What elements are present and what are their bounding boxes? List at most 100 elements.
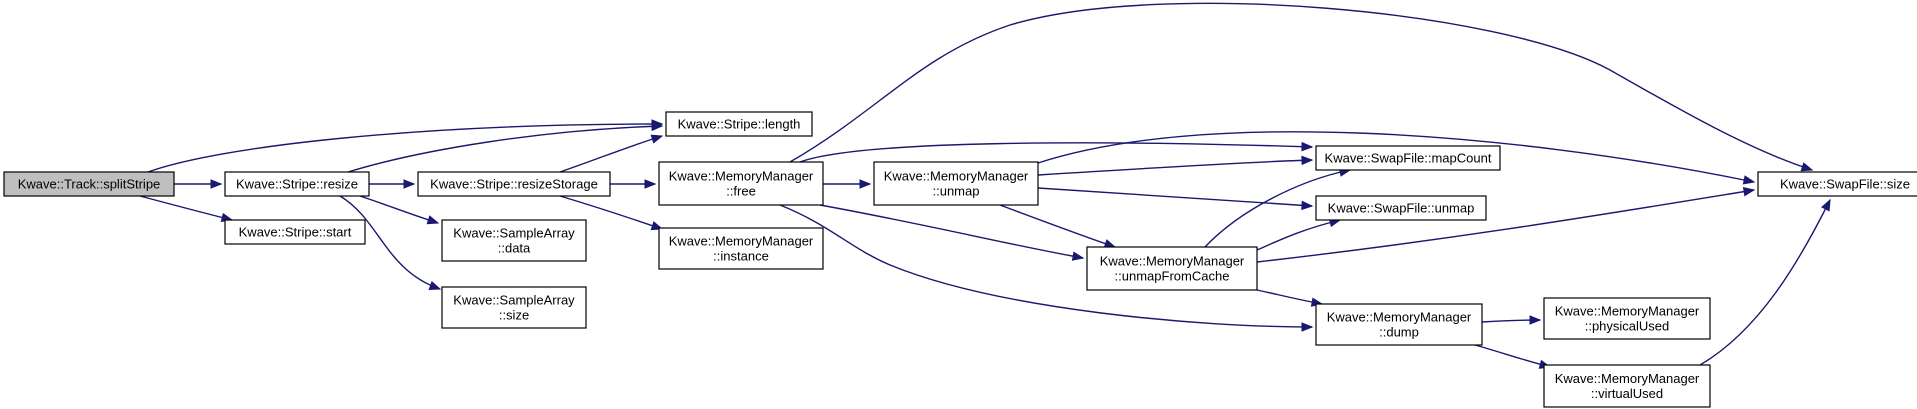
node-resize-storage[interactable]: Kwave::Stripe::resizeStorage bbox=[417, 171, 611, 197]
node-stripe-start[interactable]: Kwave::Stripe::start bbox=[224, 219, 366, 245]
edge-line bbox=[339, 195, 441, 290]
edge-stripe-resize-to-samplearray-data bbox=[359, 195, 440, 225]
node-box bbox=[1543, 297, 1711, 340]
node-label: Kwave::Stripe::resizeStorage bbox=[430, 177, 598, 192]
node-samplearray-size[interactable]: Kwave::SampleArray::size bbox=[441, 286, 587, 329]
arrowhead bbox=[1103, 239, 1117, 249]
node-label: Kwave::MemoryManager bbox=[884, 169, 1029, 184]
node-label: Kwave::MemoryManager bbox=[669, 169, 814, 184]
node-box bbox=[441, 286, 587, 329]
node-label: Kwave::MemoryManager bbox=[1555, 371, 1700, 386]
edge-split-stripe-to-stripe-length bbox=[147, 119, 664, 173]
arrowhead bbox=[1071, 251, 1085, 261]
edge-split-stripe-to-stripe-resize bbox=[174, 179, 223, 189]
edge-line bbox=[1037, 159, 1313, 176]
arrowhead bbox=[1742, 187, 1756, 197]
edge-line bbox=[1474, 344, 1551, 368]
node-label: ::virtualUsed bbox=[1591, 386, 1663, 401]
edge-line bbox=[1699, 199, 1831, 366]
edge-mm-unmap-from-cache-to-mm-dump bbox=[1256, 289, 1324, 307]
arrowhead bbox=[651, 121, 664, 132]
arrowhead bbox=[210, 179, 223, 189]
node-label: Kwave::Stripe::resize bbox=[236, 177, 358, 192]
node-split-stripe[interactable]: Kwave::Track::splitStripe bbox=[3, 171, 175, 197]
node-box bbox=[224, 219, 366, 245]
node-label: Kwave::SampleArray bbox=[453, 293, 575, 308]
edge-line bbox=[139, 195, 233, 221]
node-box bbox=[224, 171, 370, 197]
node-swap-size[interactable]: Kwave::SwapFile::size bbox=[1757, 171, 1917, 197]
edge-line bbox=[359, 195, 439, 224]
node-mm-instance[interactable]: Kwave::MemoryManager::instance bbox=[658, 227, 824, 270]
edge-resize-storage-to-stripe-length bbox=[559, 134, 664, 173]
node-label: ::instance bbox=[713, 249, 769, 264]
edge-mm-dump-to-mm-virtual-used bbox=[1474, 344, 1552, 369]
edge-mm-free-to-swap-size bbox=[789, 2, 1814, 172]
edge-line bbox=[559, 195, 663, 230]
edge-line bbox=[819, 204, 1084, 259]
edge-line bbox=[999, 204, 1116, 248]
node-box bbox=[658, 161, 824, 206]
node-mm-virtual-used[interactable]: Kwave::MemoryManager::virtualUsed bbox=[1543, 364, 1711, 408]
arrowhead bbox=[1301, 200, 1314, 211]
edge-mm-unmap-to-swap-unmap bbox=[1037, 187, 1314, 211]
node-stripe-length[interactable]: Kwave::Stripe::length bbox=[665, 111, 813, 137]
node-mm-dump[interactable]: Kwave::MemoryManager::dump bbox=[1315, 303, 1483, 346]
node-label: ::size bbox=[499, 308, 529, 323]
node-mm-free[interactable]: Kwave::MemoryManager::free bbox=[658, 161, 824, 206]
node-swap-unmap[interactable]: Kwave::SwapFile::unmap bbox=[1315, 195, 1487, 221]
node-label: Kwave::Stripe::length bbox=[678, 117, 801, 132]
node-box bbox=[658, 227, 824, 270]
node-box bbox=[417, 171, 611, 197]
arrowhead bbox=[1301, 322, 1314, 332]
node-label: Kwave::SwapFile::unmap bbox=[1328, 201, 1475, 216]
node-box bbox=[873, 161, 1039, 206]
node-mm-unmap[interactable]: Kwave::MemoryManager::unmap bbox=[873, 161, 1039, 206]
node-label: Kwave::MemoryManager bbox=[1555, 304, 1700, 319]
edge-resize-storage-to-mm-free bbox=[610, 179, 657, 189]
edge-line bbox=[1037, 187, 1313, 207]
arrowhead bbox=[1800, 162, 1814, 172]
edge-stripe-resize-to-stripe-length bbox=[347, 121, 664, 173]
edge-mm-unmap-to-mm-unmap-from-cache bbox=[999, 204, 1117, 249]
node-label: Kwave::MemoryManager bbox=[1100, 254, 1245, 269]
edge-line bbox=[1037, 131, 1755, 183]
node-stripe-resize[interactable]: Kwave::Stripe::resize bbox=[224, 171, 370, 197]
edge-mm-free-to-mm-unmap bbox=[823, 179, 872, 189]
edge-mm-free-to-mm-dump bbox=[779, 204, 1314, 332]
arrowhead bbox=[426, 215, 440, 225]
edge-mm-unmap-to-swap-size bbox=[1037, 131, 1756, 185]
node-box bbox=[1543, 364, 1711, 408]
edge-split-stripe-to-stripe-start bbox=[139, 195, 234, 223]
edge-mm-unmap-to-swap-mapcount bbox=[1037, 155, 1314, 176]
edge-line bbox=[147, 123, 663, 173]
arrowhead bbox=[859, 179, 872, 189]
node-box bbox=[1315, 303, 1483, 346]
node-label: ::physicalUsed bbox=[1585, 319, 1670, 334]
edge-mm-unmap-from-cache-to-swap-unmap bbox=[1256, 217, 1342, 251]
node-samplearray-data[interactable]: Kwave::SampleArray::data bbox=[441, 219, 587, 262]
node-box bbox=[1315, 145, 1501, 171]
arrowhead bbox=[1301, 155, 1314, 166]
node-mm-unmap-from-cache[interactable]: Kwave::MemoryManager::unmapFromCache bbox=[1086, 246, 1258, 291]
node-label: ::data bbox=[498, 241, 531, 256]
node-label: Kwave::SwapFile::size bbox=[1780, 177, 1910, 192]
node-mm-physical-used[interactable]: Kwave::MemoryManager::physicalUsed bbox=[1543, 297, 1711, 340]
edge-mm-free-to-mm-unmap-from-cache bbox=[819, 204, 1085, 261]
node-label: ::unmap bbox=[933, 184, 980, 199]
node-label: Kwave::Stripe::start bbox=[239, 225, 352, 240]
edge-line bbox=[347, 125, 663, 173]
node-label: Kwave::SampleArray bbox=[453, 226, 575, 241]
arrowhead bbox=[644, 179, 657, 189]
edge-line bbox=[799, 142, 1313, 163]
arrowhead bbox=[1742, 175, 1756, 185]
node-box bbox=[441, 219, 587, 262]
node-label: Kwave::MemoryManager bbox=[669, 234, 814, 249]
node-swap-mapcount[interactable]: Kwave::SwapFile::mapCount bbox=[1315, 145, 1501, 171]
edge-stripe-resize-to-resize-storage bbox=[369, 179, 416, 189]
node-label: ::unmapFromCache bbox=[1115, 269, 1230, 284]
node-box bbox=[3, 171, 175, 197]
edge-stripe-resize-to-samplearray-size bbox=[339, 195, 442, 290]
